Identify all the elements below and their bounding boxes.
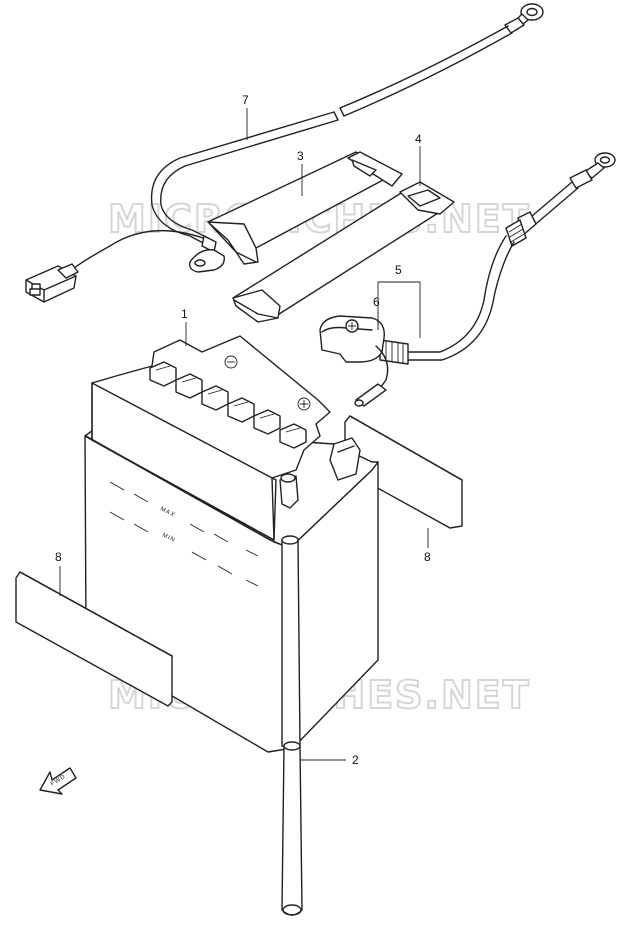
leader-lines — [59, 108, 429, 761]
callout-5: 5 — [395, 263, 402, 277]
callout-8-right: 8 — [424, 550, 431, 564]
forward-arrow-icon: FWD — [39, 767, 77, 795]
negative-lead-wire — [25, 3, 544, 303]
battery-pad-left — [15, 571, 173, 707]
breather-hose — [281, 535, 303, 916]
callout-8-left: 8 — [55, 550, 62, 564]
callout-1: 1 — [181, 307, 188, 321]
callout-6: 6 — [373, 295, 380, 309]
battery-band-rear — [207, 151, 403, 265]
battery-band-front — [232, 181, 455, 323]
callout-4: 4 — [415, 132, 422, 146]
min-level-label: MIN — [161, 532, 176, 544]
positive-lead-wire — [319, 152, 616, 407]
callout-7: 7 — [242, 93, 249, 107]
callout-3: 3 — [297, 149, 304, 163]
callout-2: 2 — [352, 753, 359, 767]
